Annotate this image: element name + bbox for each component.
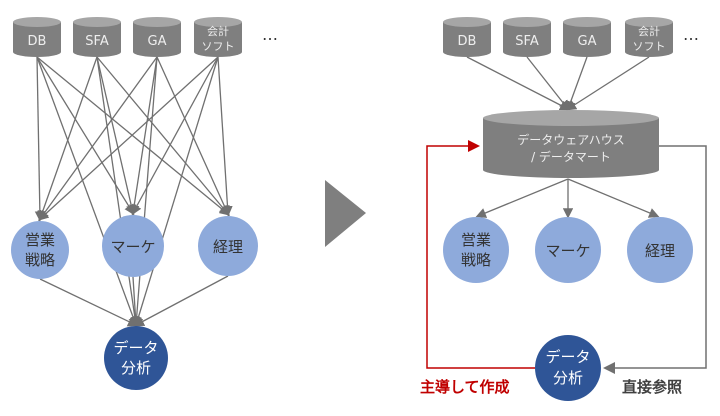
source-label: DB [28,34,47,49]
source-cylinder-right-2: GA [563,17,611,57]
data-analysis-node [104,326,168,390]
data-warehouse-cylinder [483,110,659,178]
sales-label-right-2: 戦略 [461,251,491,269]
marketing-label-right: マーケ [545,242,590,260]
transition-arrow-icon [325,180,366,247]
source-label: SFA [85,34,109,49]
accounting-label-right: 経理 [645,242,675,260]
direct-reference-label: 直接参照 [622,378,682,396]
marketing-node [102,215,164,277]
data-analysis-node-right [535,335,601,401]
connection-line [37,56,98,222]
connection-line [526,56,570,112]
sales-label-right-1: 営業 [461,231,491,249]
source-cylinder-left-1: SFA [73,17,121,57]
connection-line [567,178,660,218]
accounting-node-right [627,217,693,283]
warehouse-label-2: / データマート [531,149,611,164]
connection-line [96,56,141,328]
analysis-label-right-2: 分析 [553,369,583,387]
accounting-software-label-1: 会計 [207,24,229,38]
connection-line [36,56,135,216]
connection-line [466,56,571,111]
right-connections [466,56,660,219]
connection-line [475,178,569,218]
lead-creation-arrow [426,140,535,369]
connection-line [36,56,139,328]
right-ellipsis: … [683,25,699,44]
connection-line [96,56,230,216]
marketing-label: マーケ [110,238,155,256]
connection-line [96,56,137,216]
marketing-node-right [535,217,601,283]
accounting-node [198,216,258,276]
connection-line [38,56,158,222]
analysis-label-1: データ [113,339,158,357]
accounting-software-label-2: ソフト [633,40,666,53]
source-cylinder-left-0: DB [13,17,61,57]
connection-line [131,56,219,216]
connection-line [38,56,219,221]
source-label: DB [458,34,477,49]
left-connections [34,56,233,328]
connection-line [34,56,46,222]
connection-line [217,56,233,217]
source-cylinder-right-0: DB [443,17,491,57]
accounting-software-label-1: 会計 [638,24,660,38]
sales-label-2: 戦略 [25,251,55,269]
connection-line [565,56,650,111]
analysis-label-right-1: データ [545,348,590,366]
connection-line [133,275,229,327]
connection-line [565,56,588,112]
accounting-software-label-2: ソフト [202,40,235,53]
source-label: GA [148,34,167,49]
connection-line [129,56,158,216]
accounting-label: 経理 [213,238,243,256]
source-cylinder-right-1: SFA [503,17,551,57]
left-ellipsis: … [262,25,278,44]
direct-reference-arrow [603,145,707,374]
sales-strategy-node [11,221,69,279]
connection-line [39,278,139,327]
lead-creation-label: 主導して作成 [420,378,510,396]
sales-strategy-node-right [443,217,509,283]
warehouse-label-1: データウェアハウス [517,132,625,147]
connection-line [133,56,219,328]
source-label: GA [578,34,597,49]
sales-label-1: 営業 [25,231,55,249]
source-cylinder-left-2: GA [133,17,181,57]
connection-line [156,56,230,217]
source-label: SFA [515,34,539,49]
connection-line [131,56,158,328]
analysis-label-2: 分析 [121,359,151,377]
